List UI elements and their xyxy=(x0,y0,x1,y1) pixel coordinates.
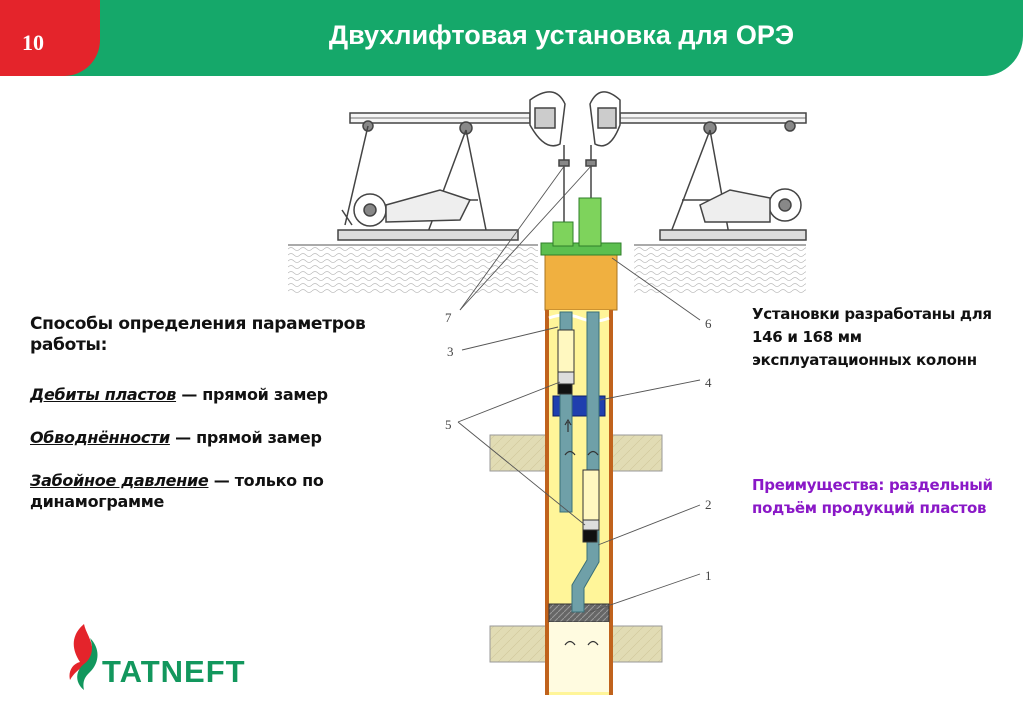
tatneft-logo: TATNEFT xyxy=(60,620,300,700)
method-value: — прямой замер xyxy=(169,428,322,447)
method-item-watercut: Обводнённости — прямой замер xyxy=(30,427,410,448)
slide-number: 10 xyxy=(22,30,44,55)
methods-block: Способы определения параметров работы: Д… xyxy=(30,314,410,534)
dual-lift-diagram: 7 3 6 4 5 2 1 xyxy=(288,91,807,695)
method-term: Обводнённости xyxy=(30,428,170,447)
callout-1: 1 xyxy=(705,568,712,583)
advantages-note: Преимущества: раздельный подъём продукци… xyxy=(752,476,993,517)
callout-2: 2 xyxy=(705,497,712,512)
pumps xyxy=(557,329,600,543)
callout-7: 7 xyxy=(445,310,452,325)
callout-6: 6 xyxy=(705,316,712,331)
header-bar: 10 Двухлифтовая установка для ОРЭ xyxy=(0,0,1023,76)
method-item-pressure: Забойное давление — только по динамограм… xyxy=(30,470,410,512)
wellhead xyxy=(540,197,622,311)
slide-title: Двухлифтовая установка для ОРЭ xyxy=(328,20,795,50)
lower-chamber xyxy=(549,622,609,692)
logo-text: TATNEFT xyxy=(102,654,246,689)
flow-arrows xyxy=(564,418,599,646)
methods-heading: Способы определения параметров работы: xyxy=(30,314,366,355)
ground-right xyxy=(634,244,806,295)
ground-left xyxy=(288,244,538,295)
callout-5: 5 xyxy=(445,417,452,432)
columns-note: Установки разработаны для 146 и 168 мм э… xyxy=(752,305,992,369)
polished-rods xyxy=(558,145,597,225)
pumpjack-right xyxy=(589,91,807,241)
method-item-rates: Дебиты пластов — прямой замер xyxy=(30,384,410,405)
method-value: — прямой замер xyxy=(176,385,328,404)
leader-lines xyxy=(457,164,701,613)
callout-4: 4 xyxy=(705,375,712,390)
method-value: — только по динамограмме xyxy=(30,471,324,511)
method-term: Дебиты пластов xyxy=(30,385,177,404)
pumpjack-left xyxy=(337,91,566,241)
slide-number-badge: 10 xyxy=(0,0,100,76)
flame-icon xyxy=(69,624,98,690)
callout-3: 3 xyxy=(447,344,454,359)
method-term: Забойное давление xyxy=(30,471,209,490)
